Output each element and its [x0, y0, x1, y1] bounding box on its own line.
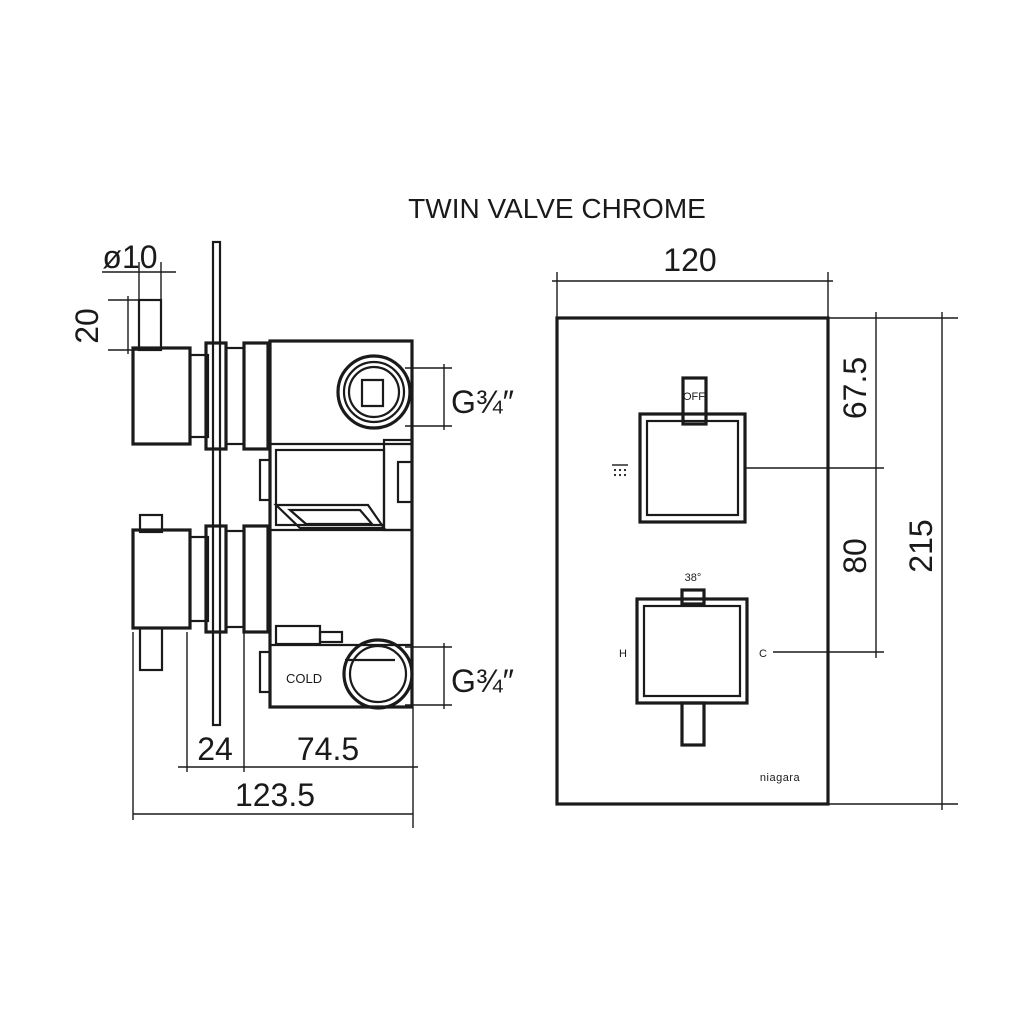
bottom-handle-collar [188, 535, 210, 623]
drawing-title: TWIN VALVE CHROME [408, 193, 706, 224]
temp-stop [680, 588, 706, 606]
top-spindle [137, 298, 163, 352]
wall-plate [211, 240, 222, 727]
temp-label: 38° [685, 572, 702, 584]
off-label: OFF [683, 391, 705, 403]
bottom-outlet-outer [342, 638, 414, 710]
dim-120: 120 [663, 242, 716, 278]
front-view: 120 OFF 38° H C niagara [552, 242, 958, 810]
bottom-lever [680, 701, 706, 747]
hot-label: H [619, 648, 627, 660]
front-plate [555, 316, 830, 806]
cold-side-label: C [759, 648, 767, 660]
top-lever [681, 376, 708, 426]
side-view: COLD ø10 20 G¾″ G¾″ 24 74.5 123.5 [69, 239, 514, 828]
dim-24: 24 [197, 731, 233, 767]
brand-logo: niagara [760, 772, 801, 784]
thread-bottom-label: G¾″ [451, 663, 514, 699]
thread-top-label: G¾″ [451, 384, 514, 420]
bottom-knob-outer [635, 597, 749, 705]
dim-dia-10: ø10 [102, 239, 157, 275]
top-handle-body [131, 346, 192, 446]
dim-215: 215 [903, 519, 939, 572]
dim-123-5: 123.5 [235, 777, 315, 813]
dim-74-5: 74.5 [297, 731, 359, 767]
bottom-spindle [138, 626, 164, 672]
bottom-pin [138, 513, 164, 534]
shower-icon [612, 464, 628, 477]
dim-80: 80 [837, 538, 873, 574]
top-handle-collar [188, 353, 210, 439]
bottom-nut-3 [242, 524, 270, 634]
top-outlet-outer [336, 354, 412, 430]
cold-label: COLD [286, 671, 322, 686]
dim-20: 20 [69, 308, 105, 344]
top-nut-3 [242, 341, 270, 451]
bottom-handle-body [131, 528, 192, 630]
bottom-nut-2 [224, 529, 246, 629]
top-knob-outer [638, 412, 747, 524]
top-nut-2 [224, 346, 246, 446]
dim-67-5: 67.5 [837, 357, 873, 419]
